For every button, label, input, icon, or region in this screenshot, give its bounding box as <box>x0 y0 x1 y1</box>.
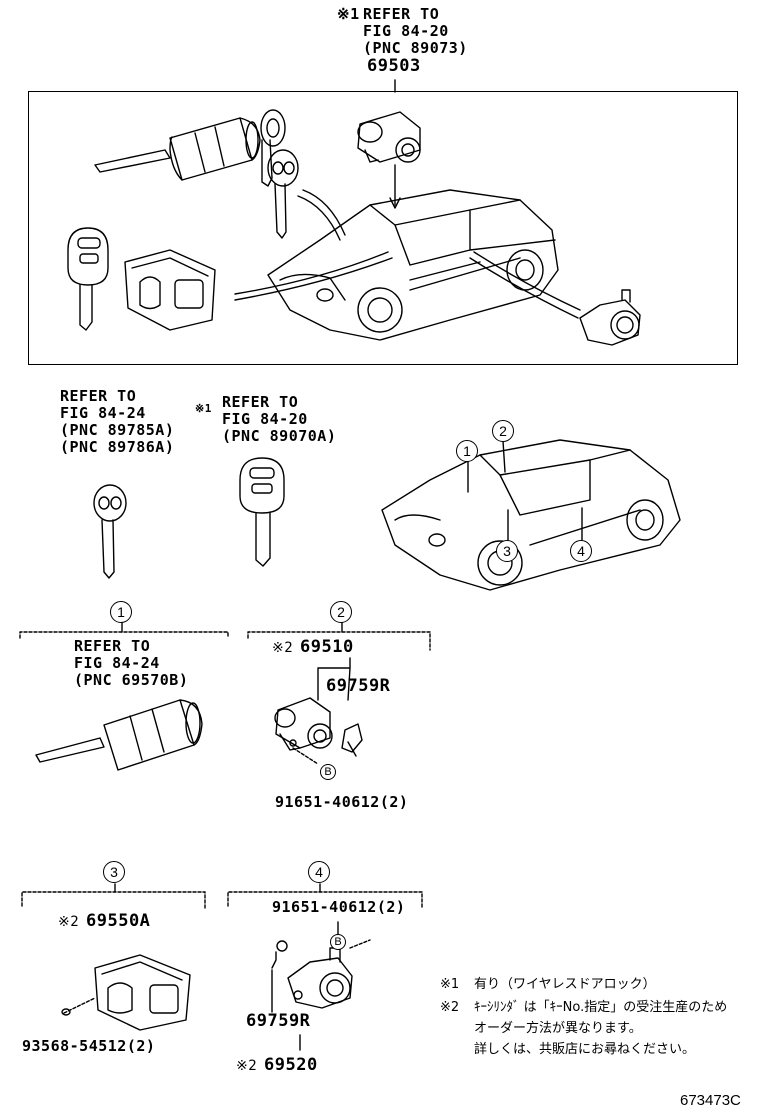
section4-number: 4 <box>308 861 330 883</box>
ref-right-line2: FIG 84-20 <box>222 410 308 428</box>
section4-letter: B <box>330 934 346 950</box>
note1-text: 有り（ワイヤレスドアロック） <box>474 977 656 992</box>
remote-key-drawing <box>67 227 109 331</box>
door-lock-right-drawing <box>579 289 641 346</box>
section2-number: 2 <box>330 601 352 623</box>
car-callout-4: 4 <box>570 540 592 562</box>
section2-letter: B <box>320 764 336 780</box>
ref-left-line4: (PNC 89786A) <box>60 438 175 456</box>
section1-refer-line2: FIG 84-24 <box>74 654 160 672</box>
top-refer-line3: (PNC 89073) <box>363 39 468 57</box>
ignition-cylinder-drawing <box>94 117 261 181</box>
ref-left-line1: REFER TO <box>60 387 137 405</box>
car-callout-1: 1 <box>456 440 478 462</box>
section2-mark: ※2 <box>272 640 294 656</box>
car-callout-3: 3 <box>496 540 518 562</box>
section4-mark: ※2 <box>236 1058 258 1074</box>
cylinder-section1-drawing <box>35 699 203 771</box>
door-lock-cylinder-drawing <box>124 249 216 331</box>
car-callout-2: 2 <box>492 420 514 442</box>
hood-lock-drawing <box>357 111 421 163</box>
top-refer-mark: ※1 <box>337 5 360 23</box>
top-refer-line1: REFER TO <box>363 5 440 23</box>
hood-lock-section2-drawing <box>274 697 363 757</box>
key-pair-drawing <box>260 109 299 239</box>
section1-refer-line3: (PNC 69570B) <box>74 671 189 689</box>
ref-left-line2: FIG 84-24 <box>60 404 146 422</box>
section4-part-main: 69520 <box>264 1055 318 1075</box>
section2-part-sub: 69759R <box>326 676 391 696</box>
door-lock-section4-drawing <box>287 947 353 1009</box>
door-lock-section3-drawing <box>94 954 191 1031</box>
note3-text: オーダー方法が異なります。 <box>474 1021 642 1036</box>
section1-number: 1 <box>110 601 132 623</box>
section4-part-sub: 69759R <box>246 1011 311 1031</box>
car-mid-drawing <box>381 439 681 591</box>
section3-mark: ※2 <box>58 914 80 930</box>
ref-left-line3: (PNC 89785A) <box>60 421 175 439</box>
key-mid-drawing <box>93 484 127 579</box>
ref-right-line3: (PNC 89070A) <box>222 427 337 445</box>
remote-mid-drawing <box>239 457 285 567</box>
figure-id: 673473C <box>680 1092 741 1109</box>
top-part-number: 69503 <box>367 56 421 76</box>
section2-part-main: 69510 <box>300 637 354 657</box>
top-assembly-frame <box>28 91 738 365</box>
note2-text: ｷｰｼﾘﾝﾀﾞ は「ｷｰNo.指定」の受注生産のため <box>474 1000 728 1015</box>
note2-mark: ※2 <box>440 1000 460 1015</box>
note1-mark: ※1 <box>440 977 460 992</box>
section3-number: 3 <box>103 861 125 883</box>
section4-bolt: 91651-40612(2) <box>272 898 406 916</box>
section1-refer-line1: REFER TO <box>74 637 151 655</box>
note4-text: 詳しくは、共販店にお尋ねください。 <box>474 1042 696 1057</box>
ref-right-mark: ※1 <box>195 402 212 415</box>
top-refer-line2: FIG 84-20 <box>363 22 449 40</box>
section3-part-main: 69550A <box>86 911 151 931</box>
ref-right-line1: REFER TO <box>222 393 299 411</box>
section3-screw: 93568-54512(2) <box>22 1037 156 1055</box>
section2-bolt: 91651-40612(2) <box>275 793 409 811</box>
